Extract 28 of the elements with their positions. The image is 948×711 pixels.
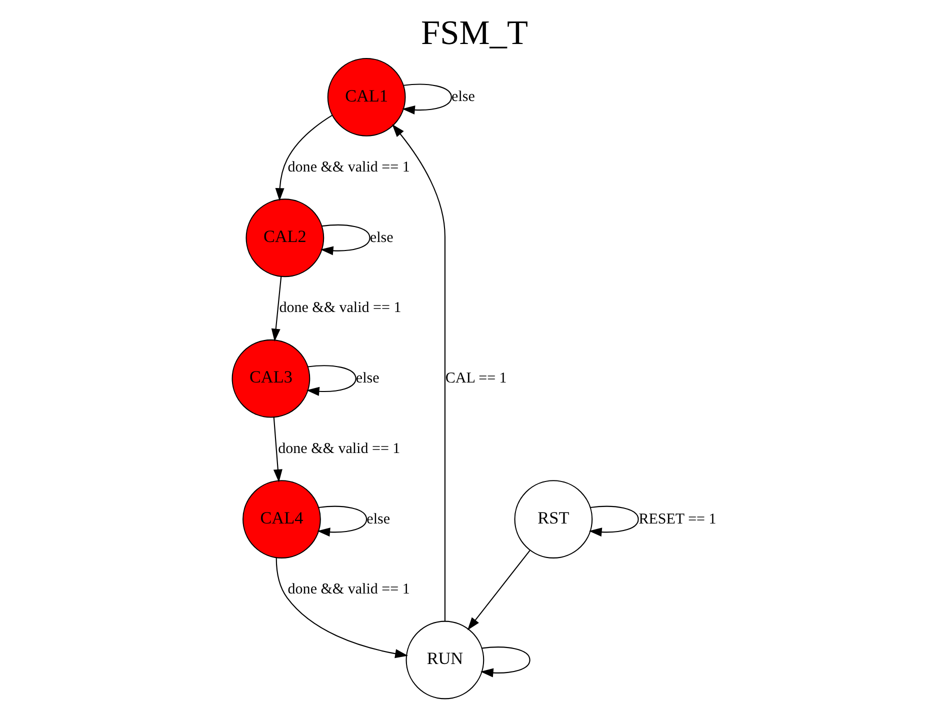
edge-label: done && valid == 1 xyxy=(278,300,401,316)
arrow xyxy=(272,417,282,482)
edge-label: done && valid == 1 xyxy=(287,582,410,598)
node-circle: RUN xyxy=(405,620,484,700)
arrow xyxy=(274,115,332,202)
arrow xyxy=(466,550,530,630)
arrow xyxy=(306,365,356,396)
edge-label: else xyxy=(451,89,474,106)
edge-label: CAL == 1 xyxy=(444,370,506,387)
arrow xyxy=(270,276,282,342)
edge-label: else xyxy=(369,230,393,246)
node-circle: RST xyxy=(514,480,592,558)
arrow xyxy=(316,506,367,537)
node-circle: CAL3 xyxy=(231,339,310,418)
edge-label: else xyxy=(366,511,390,528)
arrow xyxy=(392,124,445,622)
node-circle: CAL4 xyxy=(242,480,320,558)
edge-label: RESET == 1 xyxy=(638,511,716,528)
arrow xyxy=(402,84,452,114)
diagram-title: FSM_T xyxy=(420,14,528,52)
edge-label: done && valid == 1 xyxy=(287,160,410,176)
edge-label: done && valid == 1 xyxy=(278,440,400,457)
node-circle: CAL2 xyxy=(245,198,324,278)
edge-label: else xyxy=(355,370,379,387)
arrow xyxy=(320,224,370,256)
arrow xyxy=(588,506,638,537)
arrow xyxy=(480,646,530,678)
arrow xyxy=(275,558,408,658)
